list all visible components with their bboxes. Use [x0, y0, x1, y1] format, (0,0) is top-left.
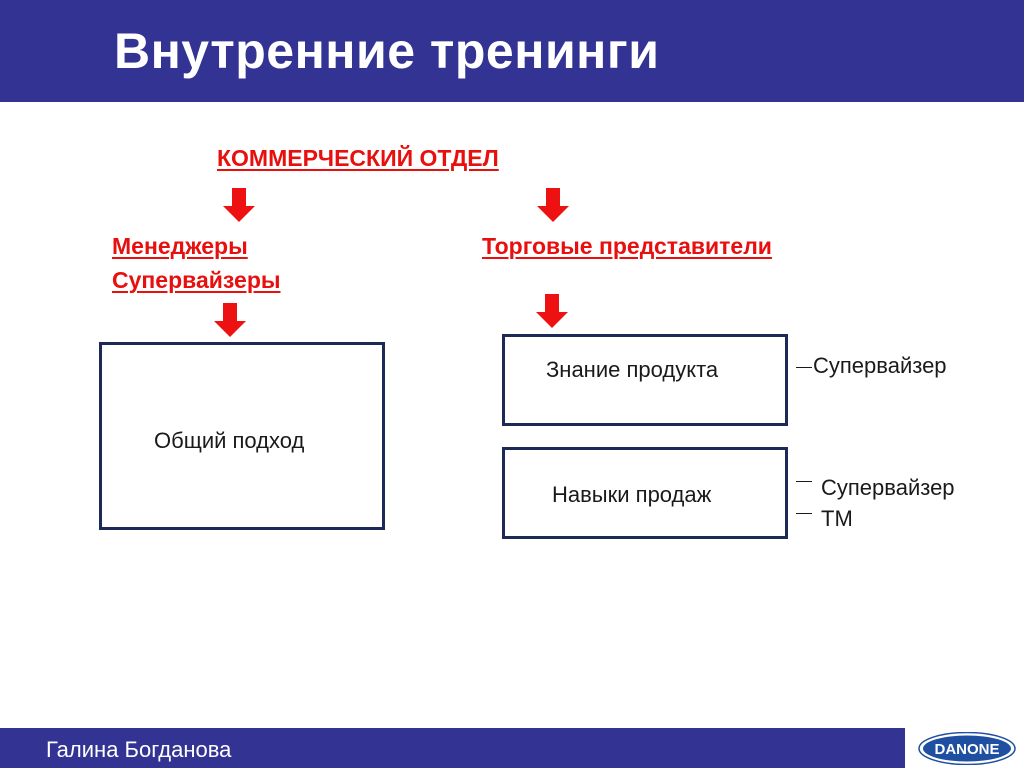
down-arrow-icon [214, 303, 246, 337]
note-supervisor-1: Супервайзер [813, 353, 947, 378]
sales-skills-box: Навыки продаж [502, 447, 788, 539]
root-node-label: КОММЕРЧЕСКИЙ ОТДЕЛ [217, 145, 499, 171]
danone-logo: DANONE [918, 732, 1016, 765]
dash-marker [796, 513, 812, 514]
header-bar [0, 0, 1024, 102]
author-name: Галина Богданова [46, 737, 232, 762]
product-knowledge-box: Знание продукта [502, 334, 788, 426]
branch-label-supervisors: Супервайзеры [112, 267, 281, 293]
logo-text: DANONE [934, 741, 999, 758]
general-approach-label: Общий подход [154, 428, 305, 453]
note-supervisor-2: Супервайзер [821, 475, 955, 500]
branch-label-managers: Менеджеры [112, 233, 248, 259]
product-knowledge-label: Знание продукта [546, 357, 719, 382]
sales-skills-label: Навыки продаж [552, 482, 712, 507]
page-title: Внутренние тренинги [114, 23, 660, 79]
down-arrow-icon [223, 188, 255, 222]
dash-marker [796, 481, 812, 482]
footer-bar [0, 728, 1024, 768]
down-arrow-icon [537, 188, 569, 222]
branch-label-sales-reps: Торговые представители [482, 233, 772, 259]
dash-marker [796, 367, 812, 368]
down-arrow-icon [536, 294, 568, 328]
note-tm: ТМ [821, 506, 853, 531]
general-approach-box: Общий подход [99, 342, 385, 530]
